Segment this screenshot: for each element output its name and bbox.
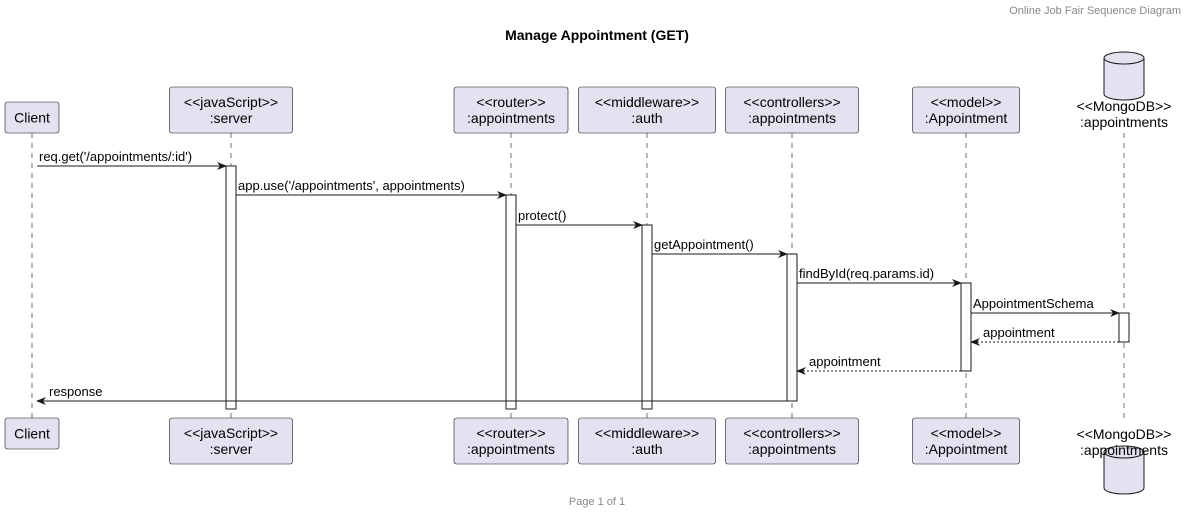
database-icon-rim xyxy=(1103,451,1145,459)
activation-router xyxy=(505,194,517,410)
participant-label-model-top-0: <<model>> xyxy=(931,94,1002,110)
participant-label-server-top-0: <<javaScript>> xyxy=(184,94,278,110)
participant-controllers-bottom xyxy=(725,417,859,465)
participant-label-mongodb-bottom-1: :appointments xyxy=(1080,442,1168,458)
message-label-4: getAppointment() xyxy=(654,237,754,252)
activation-controllers xyxy=(786,253,798,402)
message-label-1: req.get('/appointments/:id') xyxy=(39,149,192,164)
participant-label-controllers-bottom-0: <<controllers>> xyxy=(743,425,840,441)
participant-mongodb-bottom xyxy=(1103,445,1145,495)
participant-auth-top xyxy=(578,86,716,134)
participant-label-controllers-bottom-1: :appointments xyxy=(748,441,836,457)
participant-controllers-top xyxy=(725,86,859,134)
participant-label-router-top-0: <<router>> xyxy=(476,94,545,110)
message-label-9: response xyxy=(49,384,102,399)
participant-label-model-bottom-1: :Appointment xyxy=(925,441,1008,457)
message-label-2: app.use('/appointments', appointments) xyxy=(238,178,465,193)
diagram-header: Online Job Fair Sequence Diagram xyxy=(1009,5,1181,17)
participant-label-router-bottom-1: :appointments xyxy=(467,441,555,457)
participant-label-controllers-top-1: :appointments xyxy=(748,110,836,126)
activation-mongodb xyxy=(1118,312,1130,343)
participant-label-model-top-1: :Appointment xyxy=(925,110,1008,126)
participant-label-router-top-1: :appointments xyxy=(467,110,555,126)
participant-label-client-top-0: Client xyxy=(14,110,50,126)
participant-label-mongodb-bottom-0: <<MongoDB>> xyxy=(1077,426,1172,442)
database-icon xyxy=(1103,51,1145,101)
participant-auth-bottom xyxy=(578,417,716,465)
participant-label-server-bottom-1: :server xyxy=(210,441,253,457)
participant-label-mongodb-top-1: :appointments xyxy=(1080,114,1168,130)
participant-router-top xyxy=(453,86,569,134)
participant-server-bottom xyxy=(169,417,293,465)
message-label-8: appointment xyxy=(809,354,881,369)
diagram-title: Manage Appointment (GET) xyxy=(505,27,689,43)
database-icon xyxy=(1103,445,1145,495)
participant-client-bottom xyxy=(4,417,60,450)
participant-mongodb-top xyxy=(1103,51,1145,101)
activation-auth xyxy=(641,224,653,410)
participant-label-auth-bottom-0: <<middleware>> xyxy=(595,425,699,441)
participant-label-server-bottom-0: <<javaScript>> xyxy=(184,425,278,441)
participant-label-client-bottom-0: Client xyxy=(14,426,50,442)
message-label-7: appointment xyxy=(983,325,1055,340)
participant-label-auth-top-1: :auth xyxy=(631,110,662,126)
activation-model xyxy=(960,282,972,372)
participant-model-top xyxy=(912,86,1020,134)
page-footer: Page 1 of 1 xyxy=(568,496,626,508)
participant-label-server-top-1: :server xyxy=(210,110,253,126)
participant-label-auth-bottom-1: :auth xyxy=(631,441,662,457)
message-label-3: protect() xyxy=(518,208,566,223)
participant-server-top xyxy=(169,86,293,134)
participant-router-bottom xyxy=(453,417,569,465)
participant-client-top xyxy=(4,101,60,134)
message-label-5: findById(req.params.id) xyxy=(799,266,934,281)
database-icon-rim xyxy=(1103,57,1145,65)
participant-label-mongodb-top-0: <<MongoDB>> xyxy=(1077,98,1172,114)
participant-model-bottom xyxy=(912,417,1020,465)
participant-label-router-bottom-0: <<router>> xyxy=(476,425,545,441)
participant-label-controllers-top-0: <<controllers>> xyxy=(743,94,840,110)
activation-server xyxy=(225,165,237,410)
message-label-6: AppointmentSchema xyxy=(973,296,1094,311)
participant-label-auth-top-0: <<middleware>> xyxy=(595,94,699,110)
participant-label-model-bottom-0: <<model>> xyxy=(931,425,1002,441)
